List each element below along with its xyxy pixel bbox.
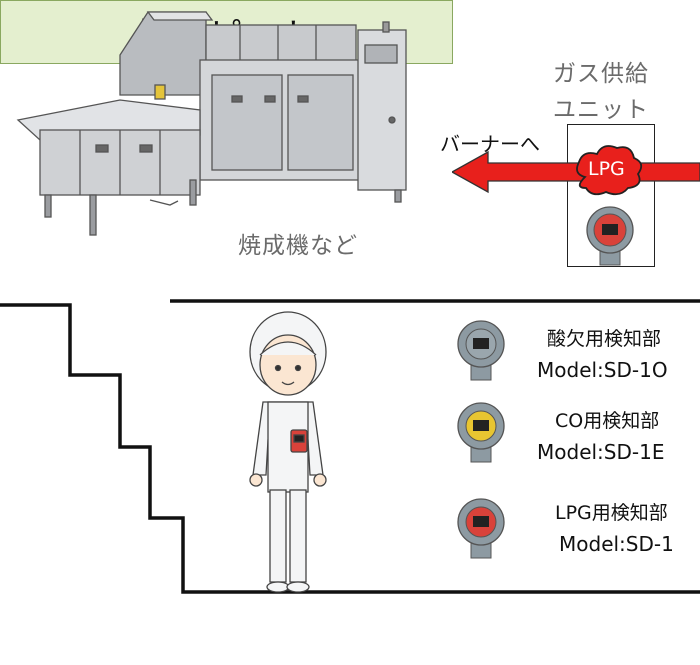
lpg-cloud-icon [576, 145, 643, 196]
detector-oxygen-model: Model:SD-1O [537, 358, 668, 382]
machine-caption: 焼成機など [238, 233, 358, 259]
detector-co-name: CO用検知部 [555, 410, 660, 432]
supply-arrow [452, 150, 700, 194]
gas-unit-title-line2: ユニット [553, 97, 649, 123]
detector-lpg: LPG用検知部 Model:SD-1 [455, 482, 700, 572]
detector-co-model: Model:SD-1E [537, 440, 665, 464]
worker-illustration [249, 311, 327, 593]
lpg-label: LPG [588, 158, 625, 180]
detector-oxygen-name: 酸欠用検知部 [547, 328, 662, 350]
detector-co-icon [457, 402, 505, 463]
gas-unit-title-line1: ガス供給 [553, 61, 649, 87]
detector-lpg-model: Model:SD-1 [559, 532, 674, 556]
gas-unit-box [567, 124, 655, 267]
detector-oxygen-icon [457, 320, 505, 381]
detector-lpg-icon [457, 498, 505, 559]
baking-machine-illustration [16, 11, 407, 236]
detector-co: CO用検知部 Model:SD-1E [455, 400, 700, 480]
detector-oxygen: 酸欠用検知部 Model:SD-1O [455, 318, 700, 398]
detector-lpg-name: LPG用検知部 [555, 502, 668, 524]
arrow-label: バーナーへ [440, 132, 540, 156]
gas-unit-detector-icon [586, 206, 634, 266]
